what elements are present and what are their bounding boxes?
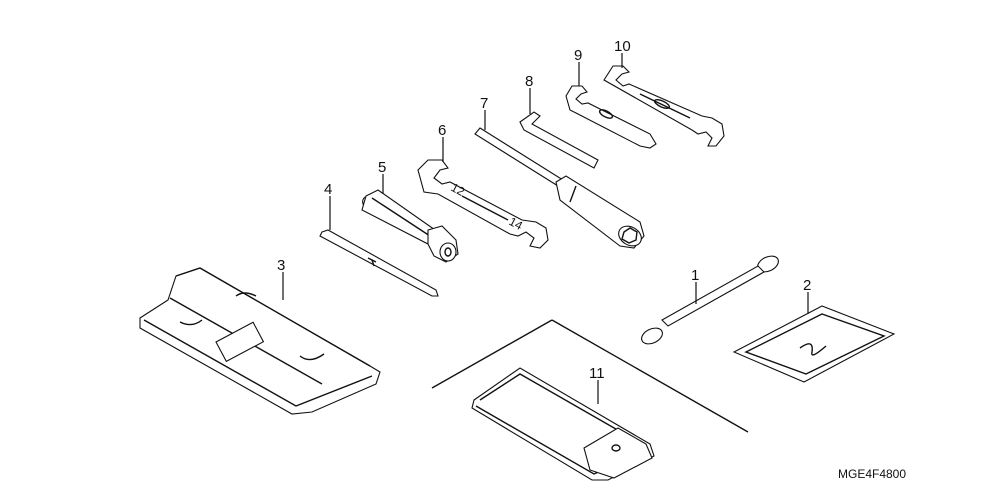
callout-8: 8 — [525, 73, 533, 90]
part-4-screwdriver-shaft[interactable]: 4 — [319, 181, 439, 297]
diagram-code: MGE4F4800 — [838, 467, 906, 481]
section-divider — [431, 319, 749, 433]
part-6-wrench[interactable]: 12 14 6 — [417, 122, 549, 249]
callout-10: 10 — [614, 38, 631, 55]
part-11-pouch[interactable]: 11 — [471, 365, 655, 481]
part-5-screwdriver-handle[interactable]: 5 — [360, 159, 459, 263]
part-9-wrench[interactable]: 9 — [565, 47, 657, 149]
callout-4: 4 — [324, 181, 332, 198]
callout-1: 1 — [691, 267, 699, 284]
part-10-wrench[interactable]: 10 — [603, 38, 725, 147]
part-7-socket-wrench[interactable]: 7 — [474, 95, 645, 250]
callout-5: 5 — [378, 159, 386, 176]
callout-2: 2 — [803, 277, 811, 294]
part-8-hex-key[interactable]: 8 — [519, 73, 599, 169]
callout-6: 6 — [438, 122, 446, 139]
callout-3: 3 — [277, 257, 285, 274]
svg-text:12: 12 — [449, 180, 468, 199]
callout-7: 7 — [480, 95, 488, 112]
part-3-tool-bag[interactable]: 3 — [139, 257, 381, 415]
callout-11: 11 — [589, 365, 605, 382]
part-1-pin-handle[interactable]: 1 — [639, 253, 781, 347]
callout-9: 9 — [574, 47, 582, 64]
part-2-manual[interactable]: 2 — [732, 277, 896, 383]
svg-text:14: 14 — [507, 214, 526, 233]
